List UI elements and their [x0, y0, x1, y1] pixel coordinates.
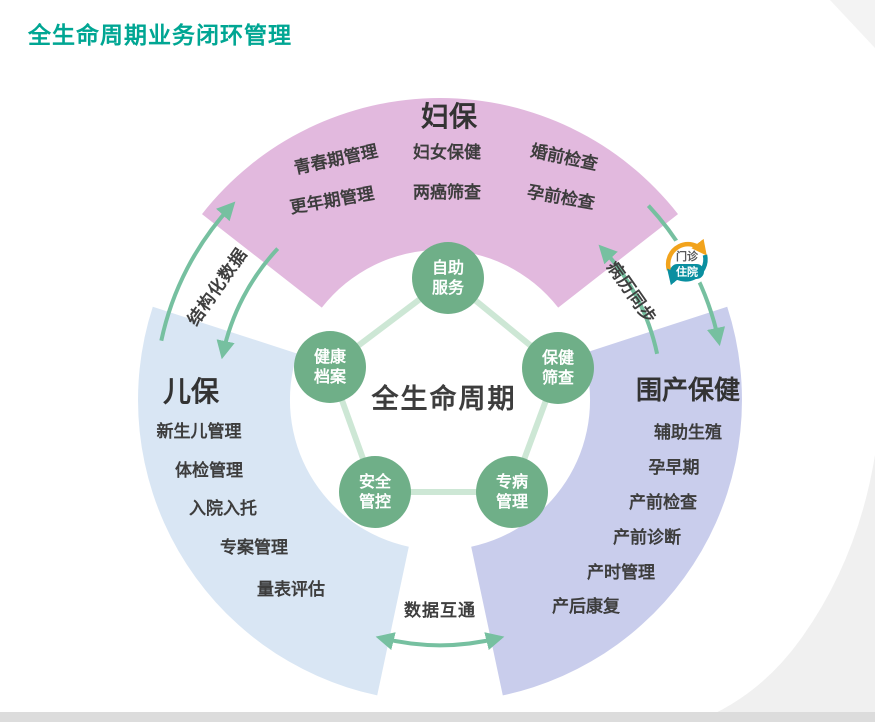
section-title-perinatal: 围产保健 [636, 375, 740, 405]
cycle-icon-label-bottom: 住院 [676, 265, 698, 279]
node-label: 安全管控 [359, 472, 392, 511]
section-item: 孕早期 [649, 458, 700, 477]
cycle-icon-pill [670, 264, 704, 279]
node-disease-management: 专病管理 [476, 456, 548, 528]
arrow-record-sync-up [598, 244, 660, 355]
node-label: 自助服务 [432, 258, 465, 297]
section-title-women: 妇保 [421, 101, 478, 132]
section-item: 辅助生殖 [654, 422, 722, 442]
section-item: 妇女保健 [412, 142, 481, 162]
section-item: 入院入托 [189, 498, 257, 518]
arrow-data-exchange [375, 632, 505, 651]
arrow-structured-data-up [159, 201, 236, 342]
section-title-child: 儿保 [163, 376, 220, 407]
node-circle [412, 242, 484, 314]
connector-label-record-sync: 病历同步 [603, 257, 661, 327]
section-item: 产前诊断 [613, 527, 681, 547]
arc-child-health [138, 306, 409, 696]
bottom-strip [0, 712, 875, 722]
page-title: 全生命周期业务闭环管理 [28, 22, 292, 48]
section-item: 专案管理 [220, 537, 288, 557]
cycle-arrow-orange [665, 238, 707, 271]
section-item: 产前检查 [629, 492, 698, 512]
section-item: 体检管理 [175, 460, 243, 480]
node-health-record: 健康档案 [294, 331, 366, 403]
node-safety-control: 安全管控 [339, 456, 411, 528]
section-item: 两癌筛查 [413, 182, 482, 202]
section-item: 新生儿管理 [157, 421, 242, 441]
node-label: 健康档案 [314, 347, 347, 386]
node-label: 专病管理 [496, 472, 528, 511]
arrow-structured-data-down [216, 247, 280, 360]
section-item: 产后康复 [552, 596, 621, 616]
cycle-icon-label-top: 门诊 [676, 249, 699, 263]
node-circle [522, 332, 594, 404]
section-item: 量表评估 [257, 579, 325, 599]
node-circle [294, 331, 366, 403]
node-circle [476, 456, 548, 528]
connector-label-data-exchange: 数据互通 [404, 600, 476, 620]
section-item: 产时管理 [587, 562, 655, 582]
arc-women-health [202, 98, 678, 308]
bottom-right-decoration [695, 455, 875, 722]
node-label: 保健筛查 [541, 348, 574, 387]
diagram-center-label: 全生命周期 [371, 383, 517, 414]
node-self-service: 自助服务 [412, 242, 484, 314]
node-circle [339, 456, 411, 528]
corner-decoration [830, 0, 875, 48]
outpatient-inpatient-cycle-icon: 门诊 住院 [663, 238, 711, 286]
node-care-screening: 保健筛查 [522, 332, 594, 404]
arc-perinatal-health [471, 306, 742, 696]
